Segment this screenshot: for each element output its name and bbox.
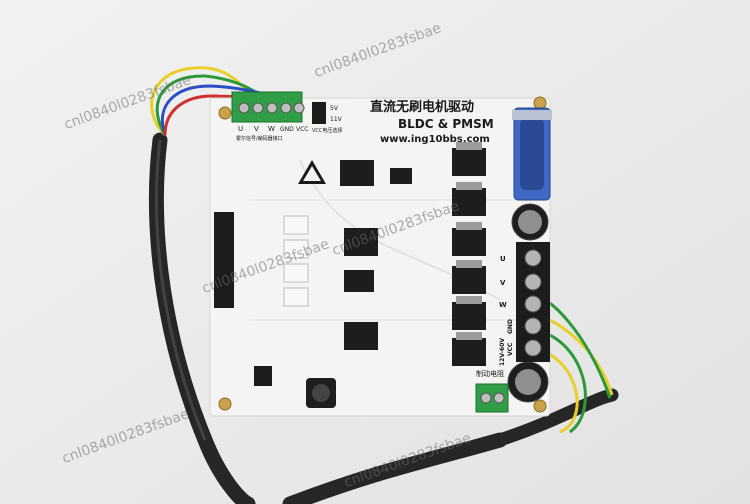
electrolytic-capacitors — [507, 203, 549, 403]
db9-connector — [512, 107, 552, 201]
svg-text:12V-60V: 12V-60V — [499, 338, 506, 366]
svg-text:W: W — [499, 301, 507, 309]
svg-text:GND: GND — [507, 319, 514, 334]
board-title: 直流无刷电机驱动 — [370, 99, 474, 115]
motor-terminal-labels: U V W GND VCC 12V-60V — [499, 255, 514, 366]
motor-terminal-block — [516, 242, 550, 362]
hall-header-labels: U V W GND VCC 霍尔信号/编码器接口 — [236, 125, 308, 142]
svg-text:GND: GND — [280, 126, 294, 133]
svg-text:制动电阻: 制动电阻 — [476, 369, 504, 378]
svg-text:V: V — [254, 125, 259, 133]
mosfet-array — [452, 142, 486, 366]
hall-sensor-cable — [148, 66, 287, 504]
inductor — [306, 378, 336, 408]
svg-text:W: W — [268, 125, 275, 133]
svg-text:11V: 11V — [330, 116, 343, 123]
svg-text:5V: 5V — [330, 105, 339, 112]
board-subtitle: BLDC & PMSM — [398, 117, 494, 131]
svg-text:VCC: VCC — [296, 126, 308, 133]
driver-ics — [340, 160, 412, 350]
board-url: www.ing10bbs.com — [380, 134, 490, 145]
svg-text:U: U — [500, 255, 506, 263]
regulator-chip — [254, 366, 272, 386]
brake-resistor-terminal: 制动电阻 — [475, 369, 509, 413]
vcc-jumper: 5V 11V VCC电压选择 — [312, 102, 343, 134]
hall-header-terminal — [231, 91, 305, 123]
svg-text:U: U — [238, 125, 243, 133]
esd-warning-icon — [298, 160, 326, 184]
svg-text:VCC: VCC — [507, 342, 514, 356]
control-pin-header — [214, 212, 234, 308]
svg-text:V: V — [500, 279, 506, 287]
optocouplers — [283, 215, 309, 307]
svg-text:霍尔信号/编码器接口: 霍尔信号/编码器接口 — [236, 135, 283, 142]
svg-text:VCC电压选择: VCC电压选择 — [312, 127, 342, 134]
